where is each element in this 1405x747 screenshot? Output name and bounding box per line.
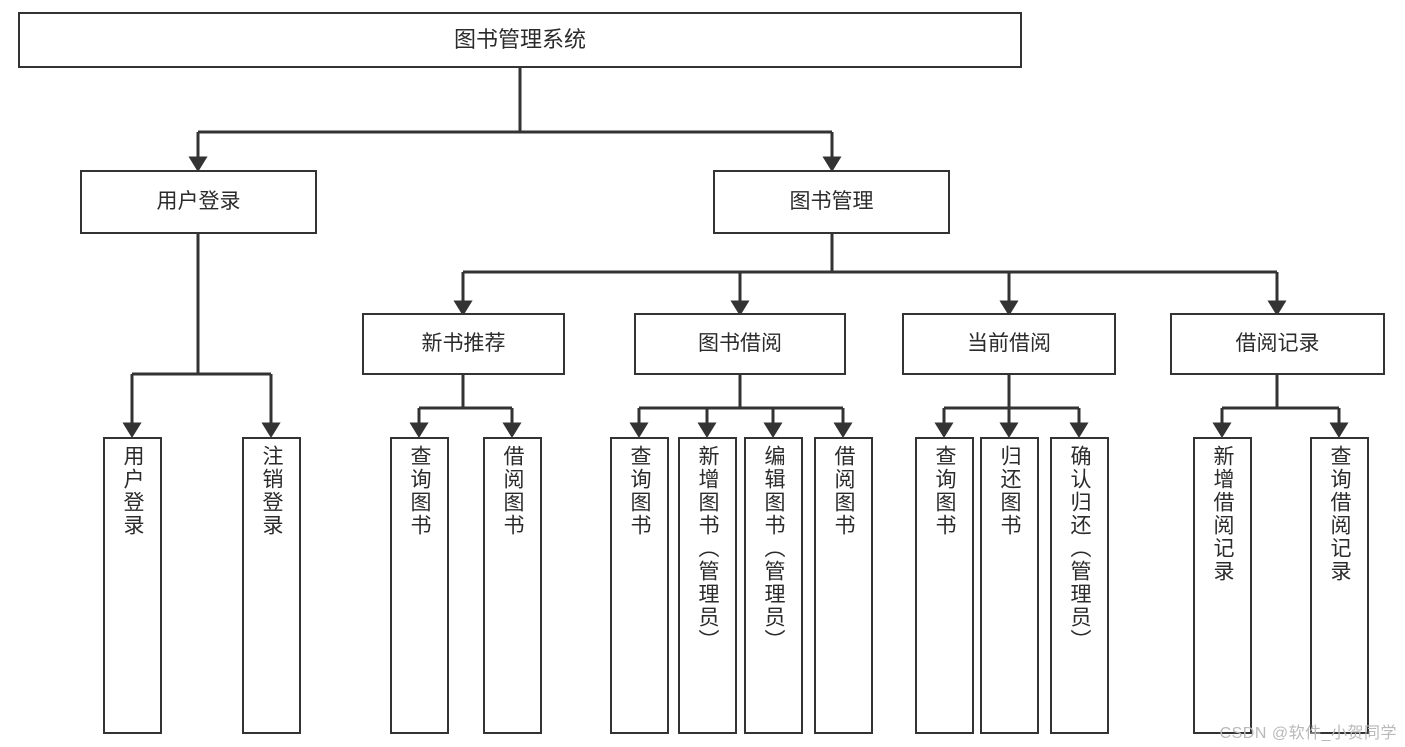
node-book-management[interactable]: 图书管理 — [713, 170, 950, 234]
node-label: 图书借阅 — [698, 331, 782, 355]
leaf-borrow-add-book-admin[interactable]: 新增图书（管理员） — [678, 437, 737, 734]
leaf-current-confirm-return-admin[interactable]: 确认归还（管理员） — [1050, 437, 1109, 734]
node-label: 用户登录 — [156, 189, 241, 213]
node-root-library-system[interactable]: 图书管理系统 — [18, 12, 1022, 68]
leaf-current-return-book[interactable]: 归还图书 — [980, 437, 1039, 734]
node-book-borrow[interactable]: 图书借阅 — [634, 313, 846, 375]
leaf-record-add-record[interactable]: 新增借阅记录 — [1193, 437, 1252, 734]
node-current-borrow[interactable]: 当前借阅 — [902, 313, 1116, 375]
node-label: 新书推荐 — [421, 331, 506, 355]
node-label: 查询图书 — [628, 445, 651, 537]
node-label: 编辑图书（管理员） — [762, 445, 785, 652]
node-label: 借阅图书 — [501, 445, 524, 537]
node-label: 新增图书（管理员） — [696, 445, 719, 652]
node-label: 当前借阅 — [967, 331, 1051, 355]
leaf-current-query-book[interactable]: 查询图书 — [915, 437, 974, 734]
leaf-borrow-borrow-book[interactable]: 借阅图书 — [814, 437, 873, 734]
leaf-borrow-edit-book-admin[interactable]: 编辑图书（管理员） — [744, 437, 803, 734]
node-label: 图书管理 — [789, 189, 874, 213]
node-label: 注销登录 — [260, 445, 283, 537]
leaf-user-login-login[interactable]: 用户登录 — [103, 437, 162, 734]
node-label: 用户登录 — [121, 445, 144, 537]
node-label: 借阅图书 — [832, 445, 855, 537]
node-label: 新增借阅记录 — [1211, 445, 1234, 583]
node-label: 图书管理系统 — [453, 27, 586, 53]
node-new-book-recommend[interactable]: 新书推荐 — [362, 313, 565, 375]
node-borrow-record[interactable]: 借阅记录 — [1170, 313, 1385, 375]
csdn-watermark: CSDN @软件_小贺同学 — [1219, 725, 1397, 742]
node-label: 借阅记录 — [1235, 331, 1320, 355]
node-label: 查询图书 — [408, 445, 431, 537]
leaf-new-book-query[interactable]: 查询图书 — [390, 437, 449, 734]
node-label: 归还图书 — [998, 445, 1021, 537]
node-label: 查询借阅记录 — [1328, 445, 1351, 583]
node-user-login[interactable]: 用户登录 — [80, 170, 317, 234]
leaf-record-query-record[interactable]: 查询借阅记录 — [1310, 437, 1369, 734]
node-label: 查询图书 — [933, 445, 956, 537]
leaf-new-book-borrow[interactable]: 借阅图书 — [483, 437, 542, 734]
node-label: 确认归还（管理员） — [1068, 445, 1091, 652]
leaf-user-login-logout[interactable]: 注销登录 — [242, 437, 301, 734]
leaf-borrow-query-book[interactable]: 查询图书 — [610, 437, 669, 734]
